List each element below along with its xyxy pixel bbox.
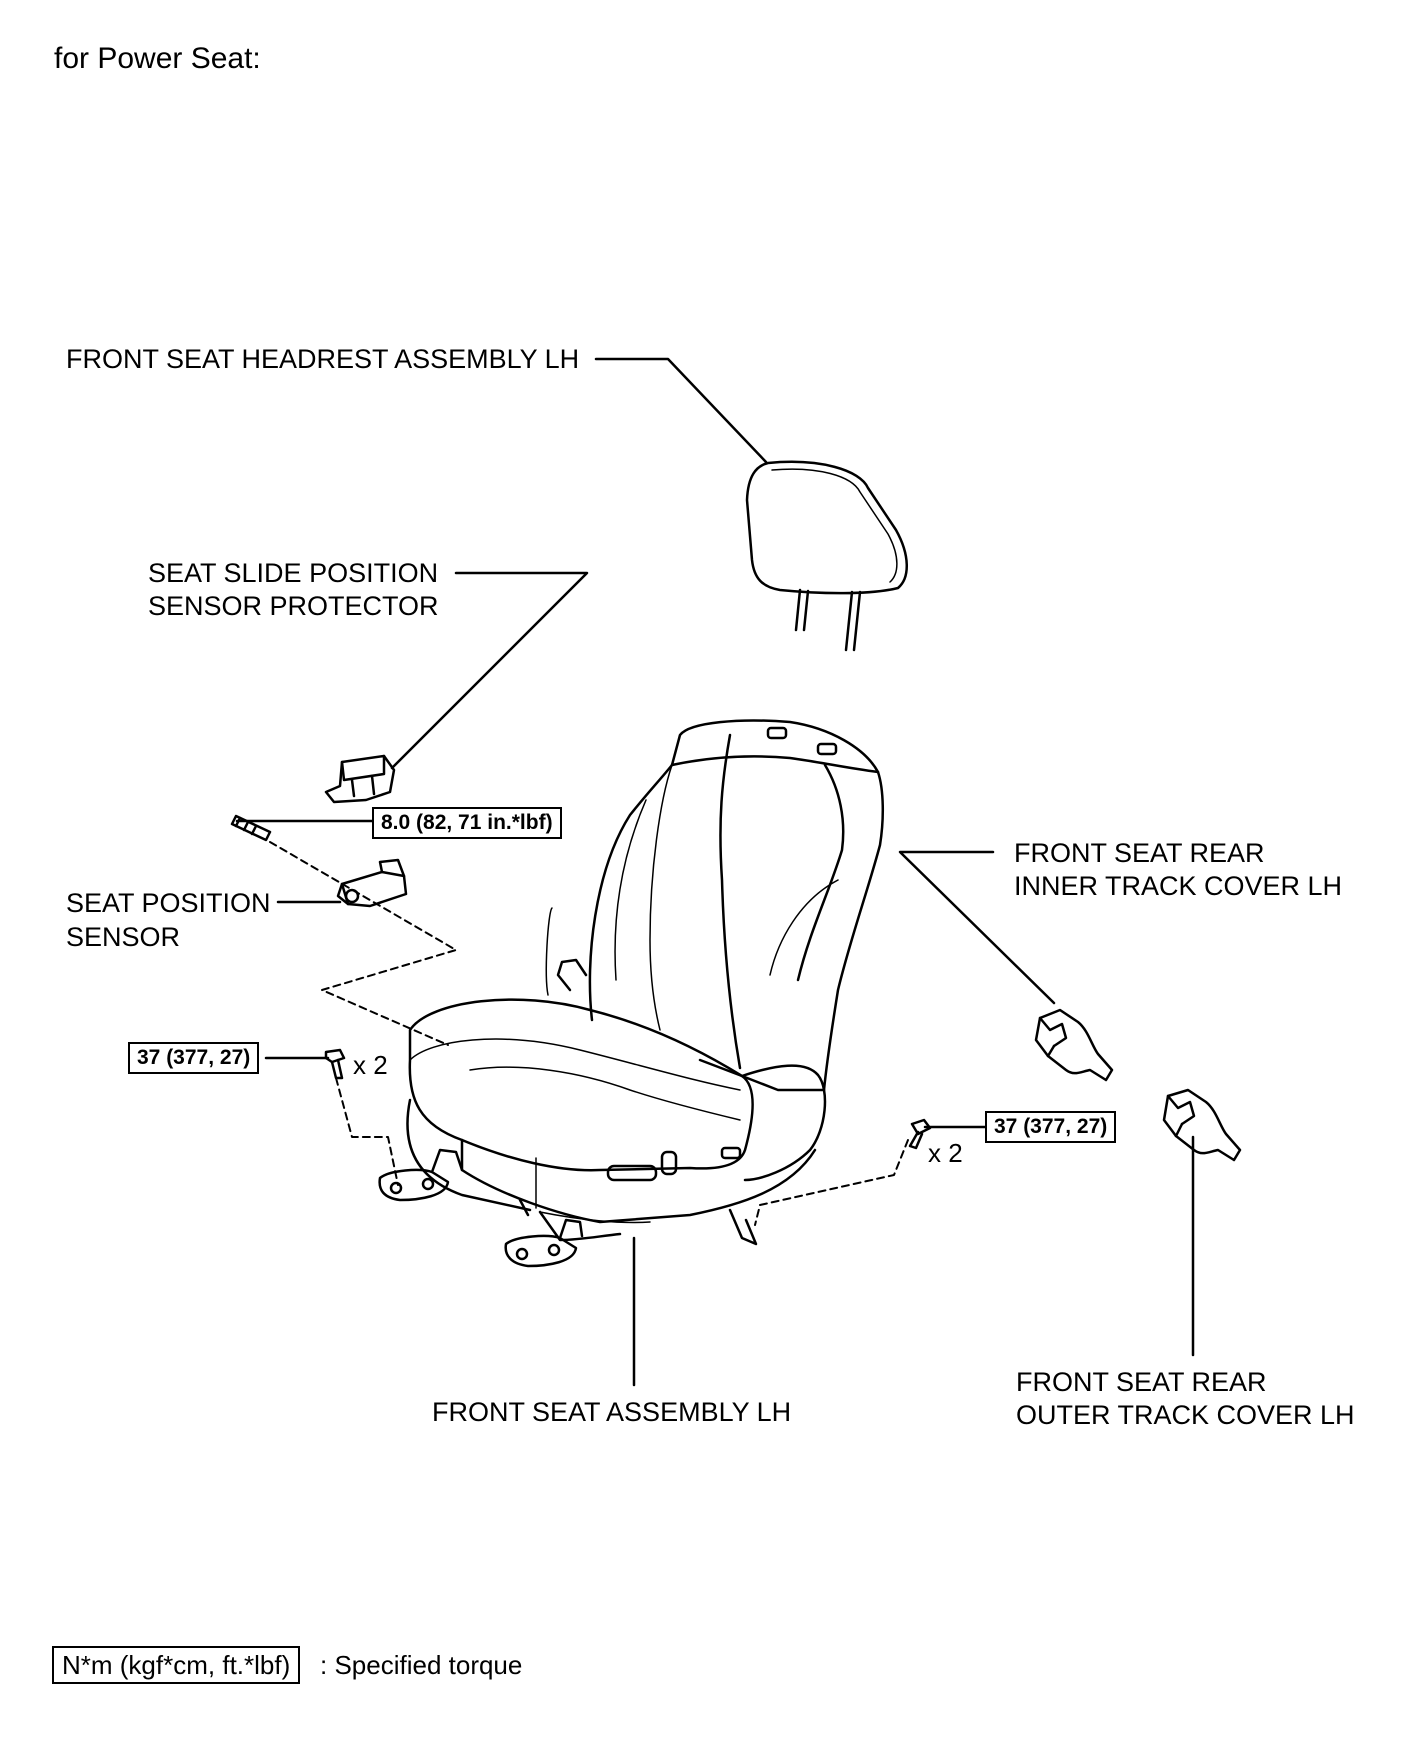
seat-illustration <box>378 719 885 1268</box>
label-sensor-line2: SENSOR <box>66 922 181 952</box>
right-bolt-illustration <box>908 1118 932 1150</box>
protector-illustration <box>324 754 396 804</box>
protector-leader <box>390 571 589 770</box>
quantity-left: x 2 <box>353 1050 388 1080</box>
legend-torque-box: N*m (kgf*cm, ft.*lbf) <box>52 1646 301 1684</box>
left-bolt-illustration <box>324 1048 346 1080</box>
quantity-right: x 2 <box>928 1138 963 1168</box>
label-sensor-line1: SEAT POSITION <box>66 888 271 918</box>
label-inner-cover-line2: INNER TRACK COVER LH <box>1014 871 1343 901</box>
torque-right-bolt: 37 (377, 27) <box>985 1111 1117 1143</box>
sensor-bolt-illustration <box>230 814 272 842</box>
inner-cover-illustration <box>1034 1008 1114 1082</box>
torque-sensor-bolt: 8.0 (82, 71 in.*lbf) <box>372 807 562 839</box>
outer-cover-illustration <box>1162 1088 1242 1162</box>
label-seat-assembly: FRONT SEAT ASSEMBLY LH <box>432 1397 792 1427</box>
right-bolt-dash-line <box>754 1139 909 1226</box>
inner-cover-leader <box>898 850 1056 1005</box>
page-title: for Power Seat: <box>54 42 261 75</box>
headrest-illustration <box>745 460 908 652</box>
left-bolt-dash-line <box>335 1077 399 1186</box>
label-protector-line1: SEAT SLIDE POSITION <box>148 558 439 588</box>
label-headrest: FRONT SEAT HEADREST ASSEMBLY LH <box>66 344 580 374</box>
torque-left-bolt: 37 (377, 27) <box>128 1042 260 1074</box>
legend-description: : Specified torque <box>320 1650 523 1680</box>
label-outer-cover-line2: OUTER TRACK COVER LH <box>1016 1400 1355 1430</box>
sensor-dash-line <box>269 841 457 1046</box>
sensor-illustration <box>336 858 408 908</box>
label-protector-line2: SENSOR PROTECTOR <box>148 591 439 621</box>
label-inner-cover-line1: FRONT SEAT REAR <box>1014 838 1265 868</box>
headrest-leader <box>594 357 768 464</box>
label-outer-cover-line1: FRONT SEAT REAR <box>1016 1367 1267 1397</box>
